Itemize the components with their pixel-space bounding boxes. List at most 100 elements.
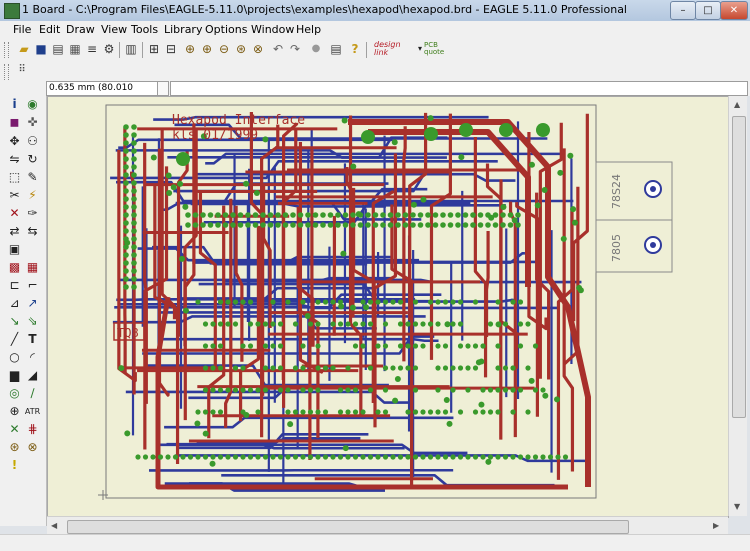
go-icon[interactable]: ▤ [328, 41, 344, 57]
smash-icon[interactable]: ⚡ [24, 187, 41, 204]
close-button[interactable]: ✕ [720, 1, 748, 20]
scroll-right-icon[interactable]: ▶ [713, 521, 719, 530]
mirror-icon[interactable]: ⇋ [6, 151, 23, 168]
menu-help[interactable]: Help [296, 23, 321, 36]
pad [293, 409, 298, 414]
warning-icon[interactable]: ! [6, 457, 23, 474]
zoom-in-icon[interactable]: ⊕ [199, 41, 215, 57]
vertical-scrollbar[interactable]: ▲ ▼ [728, 96, 747, 516]
menu-tools[interactable]: Tools [131, 23, 158, 36]
text-icon[interactable]: T [24, 331, 41, 348]
show-icon[interactable]: ◉ [24, 96, 41, 113]
pcb-quote-logo[interactable]: PCB quote [424, 42, 452, 56]
zoom-out-icon[interactable]: ⊖ [216, 41, 232, 57]
auto-icon[interactable]: ⋕ [24, 421, 41, 438]
run-ulp-icon[interactable]: ⚙ [101, 41, 117, 57]
pad [323, 409, 328, 414]
command-history-button[interactable] [157, 81, 169, 96]
scroll-left-icon[interactable]: ◀ [51, 521, 57, 530]
hole-add-icon[interactable]: ⊕ [6, 403, 23, 420]
paste-icon[interactable]: ✂ [6, 187, 23, 204]
rotate-icon[interactable]: ↻ [24, 151, 41, 168]
grid-dots-icon[interactable]: ⠿ [14, 62, 30, 78]
miter-icon[interactable]: ⌐ [24, 277, 41, 294]
print-icon[interactable]: ▤ [50, 41, 66, 57]
add-icon[interactable]: ✑ [24, 205, 41, 222]
board-canvas[interactable]: 78S24 7805 Hexapod Interface kls 01/1999… [47, 96, 729, 518]
move-icon[interactable]: ✥ [6, 133, 23, 150]
pad [131, 140, 137, 146]
drc-icon[interactable]: ⊛ [6, 439, 23, 456]
pad [398, 343, 403, 348]
split-icon[interactable]: ⊏ [6, 277, 23, 294]
minimize-button[interactable]: – [670, 1, 696, 20]
design-link-logo[interactable]: design link [374, 41, 412, 57]
pinswap-icon[interactable]: ⇄ [6, 223, 23, 240]
toolbar-grip[interactable] [4, 64, 9, 80]
toolbar-grip[interactable] [4, 42, 9, 58]
signal-icon[interactable]: ⇘ [24, 313, 41, 330]
via-icon[interactable]: ◎ [6, 385, 23, 402]
route-icon[interactable]: ↗ [24, 295, 41, 312]
menu-window[interactable]: Window [251, 23, 294, 36]
scroll-up-icon[interactable]: ▲ [734, 100, 740, 109]
replace-icon[interactable]: ⇆ [24, 223, 41, 240]
copy-icon[interactable]: ⚇ [24, 133, 41, 150]
pad [488, 409, 493, 414]
info-icon[interactable]: i [6, 96, 23, 113]
script-icon[interactable]: ≡ [84, 41, 100, 57]
zoom-redraw-icon[interactable]: ⊛ [233, 41, 249, 57]
display-icon[interactable]: ◼ [6, 114, 23, 131]
scroll-down-icon[interactable]: ▼ [734, 502, 740, 511]
stop-icon[interactable]: ● [308, 41, 324, 57]
rect-icon[interactable]: ▆ [6, 367, 23, 384]
hole-icon[interactable]: ∕ [24, 385, 41, 402]
open-icon[interactable]: ▰ [16, 41, 32, 57]
cam-icon[interactable]: ▦ [67, 41, 83, 57]
layer-icon[interactable]: ⊟ [163, 41, 179, 57]
pad [298, 212, 304, 218]
polygon-icon[interactable]: ◢ [24, 367, 41, 384]
help-icon[interactable]: ? [347, 41, 363, 57]
save-icon[interactable]: ■ [33, 41, 49, 57]
maximize-button[interactable]: □ [695, 1, 721, 20]
board-subtitle-text: kls 01/1999 [172, 128, 258, 143]
pad [243, 181, 249, 187]
vertical-scroll-thumb[interactable] [732, 116, 746, 418]
pad [283, 222, 289, 228]
pad [338, 409, 343, 414]
ratsnest-icon[interactable]: ✕ [6, 421, 23, 438]
wire-icon[interactable]: ╱ [6, 331, 23, 348]
redo-icon[interactable]: ↷ [287, 41, 303, 57]
value-icon[interactable]: ▦ [24, 259, 41, 276]
group-icon[interactable]: ⬚ [6, 169, 23, 186]
mark-icon[interactable]: ✜ [24, 114, 41, 131]
menu-file[interactable]: File [13, 23, 31, 36]
menu-library[interactable]: Library [164, 23, 202, 36]
pad [563, 454, 568, 459]
optimize-icon[interactable]: ⊿ [6, 295, 23, 312]
lock-icon[interactable]: ▣ [6, 241, 23, 258]
change-icon[interactable]: ✎ [24, 169, 41, 186]
horizontal-scrollbar[interactable]: ◀ ▶ [47, 516, 728, 535]
ripup-icon[interactable]: ↘ [6, 313, 23, 330]
menu-options[interactable]: Options [205, 23, 247, 36]
menu-edit[interactable]: Edit [39, 23, 60, 36]
pad [572, 220, 578, 226]
errors-icon[interactable]: ⊗ [24, 439, 41, 456]
menu-view[interactable]: View [101, 23, 127, 36]
delete-icon[interactable]: ✕ [6, 205, 23, 222]
zoom-fit-icon[interactable]: ⊕ [182, 41, 198, 57]
menu-draw[interactable]: Draw [66, 23, 95, 36]
pad [542, 393, 548, 399]
attribute-icon[interactable]: ATR [24, 403, 41, 420]
arc-icon[interactable]: ◜ [24, 349, 41, 366]
command-input[interactable] [170, 81, 748, 96]
undo-icon[interactable]: ↶ [270, 41, 286, 57]
name-icon[interactable]: ▩ [6, 259, 23, 276]
circle-icon[interactable]: ○ [6, 349, 23, 366]
horizontal-scroll-thumb[interactable] [67, 520, 629, 534]
grid-icon[interactable]: ⊞ [146, 41, 162, 57]
board-icon[interactable]: ▥ [123, 41, 139, 57]
zoom-select-icon[interactable]: ⊗ [250, 41, 266, 57]
